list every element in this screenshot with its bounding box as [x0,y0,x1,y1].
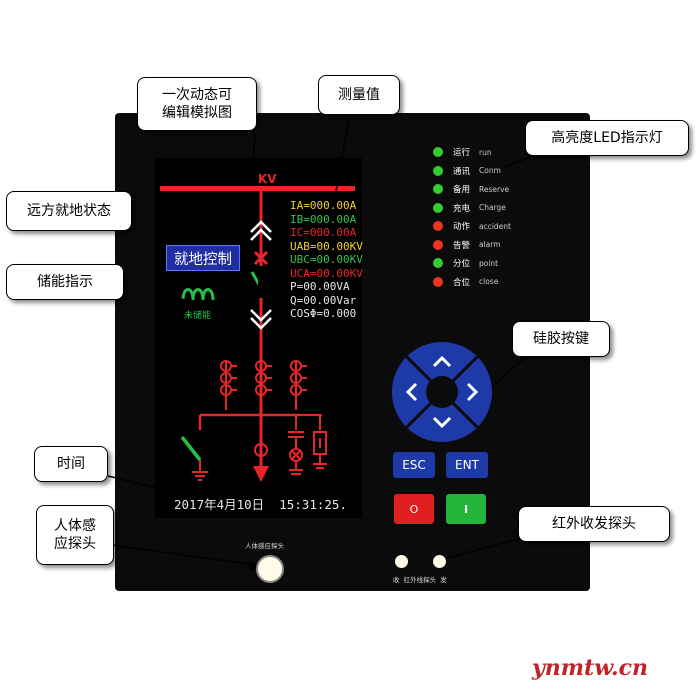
callout-ir-probe: 红外收发探头 [518,506,670,542]
measurement-line: UCA=00.00KV [290,266,363,280]
led-label-cn: 运行 [453,148,471,159]
bus-bar [160,186,355,191]
measurement-line: IB=000.00A [290,212,357,226]
led-label-cn: 通讯 [453,166,471,177]
led-indicator-list: 运行 run 通讯 Conm 备用 Reserve 充电 Charge 动作 accident 告警… [433,143,511,291]
led-label-en: run [479,147,492,157]
esc-button[interactable]: ESC [393,452,435,478]
ir-transmit-probe [433,555,446,568]
ir-probe-label: 收 红外线探头 发 [393,576,447,584]
chevron-up-icon[interactable] [432,355,452,368]
bus-voltage-label: KV [258,172,277,186]
measurement-line: IA=000.00A [290,199,357,212]
ent-button[interactable]: ENT [446,452,488,478]
led-dot-icon [433,276,443,287]
led-label-en: Reserve [479,184,510,194]
measurement-line: COSΦ=0.000 [290,307,357,320]
callout-storage: 储能指示 [6,264,124,300]
chevron-right-icon[interactable] [466,382,479,402]
plug-in-upper-icon [250,220,272,233]
led-dot-icon [433,202,443,213]
surge-arrester-icon [313,431,327,469]
led-label-cn: 告警 [453,240,471,251]
led-label-en: Charge [479,203,506,213]
led-indicator: 充电 Charge [433,199,511,218]
storage-status: 未储能 [184,311,212,321]
led-label-en: Conm [479,166,501,176]
led-indicator: 告警 alarm [433,236,511,255]
measurement-line: UBC=00.00KV [290,253,363,266]
led-dot-icon [433,165,443,176]
human-sensor-label: 人体感应探头 [245,542,284,550]
ground-icon [192,471,208,481]
led-label-en: alarm [479,240,501,250]
led-indicator: 合位 close [433,273,511,292]
led-label-cn: 充电 [453,203,471,214]
led-dot-icon [433,221,443,232]
led-indicator: 分位 point [433,254,511,273]
open-button[interactable]: O [394,494,434,524]
callout-remote-local: 远方就地状态 [6,191,132,231]
callout-led: 高亮度LED指示灯 [525,120,689,156]
led-label-cn: 合位 [453,277,471,288]
load-arrow-icon [253,466,269,482]
chevron-down-icon[interactable] [432,416,452,429]
ct-coils-icon [220,360,307,410]
led-label-en: point [479,258,499,268]
callout-keys: 硅胶按键 [512,321,610,357]
datetime-display: 2017年4月10日 15:31:25. [174,497,347,512]
led-label-en: close [479,277,499,287]
led-label-cn: 备用 [453,185,471,196]
measurement-line: IC=000.00A [290,226,357,239]
close-button[interactable]: I [446,494,486,524]
earthing-switch-icon [180,435,202,462]
led-label-cn: 动作 [453,222,471,233]
callout-mimic: 一次动态可 编辑模拟图 [137,77,257,131]
measurement-line: Q=00.00Var [290,293,357,307]
measurement-line: UAB=00.00KV [290,239,363,253]
measurement-line: P=00.00VA [290,280,350,293]
led-label-en: accident [479,221,511,231]
lcd-screen [155,158,362,518]
local-control-indicator: 就地控制 [166,245,240,271]
led-indicator: 动作 accident [433,217,511,236]
direction-pad [392,342,492,442]
led-indicator: 备用 Reserve [433,180,511,199]
led-dot-icon [433,184,443,195]
led-dot-icon [433,239,443,250]
callout-time: 时间 [34,446,108,482]
spring-storage-icon [181,288,215,301]
callout-measure: 测量值 [318,75,400,115]
human-sensor-probe [256,555,284,583]
led-dot-icon [433,258,443,269]
plug-in-lower-icon [250,309,272,322]
watermark: ynmtw.cn [532,655,648,681]
led-dot-icon [433,147,443,158]
chevron-left-icon[interactable] [405,382,418,402]
capacitor-icon [288,431,304,475]
callout-human-sensor: 人体感 应探头 [36,505,114,565]
led-indicator: 通讯 Conm [433,162,511,181]
ir-receive-probe [395,555,408,568]
led-indicator: 运行 run [433,143,511,162]
led-label-cn: 分位 [453,259,471,270]
